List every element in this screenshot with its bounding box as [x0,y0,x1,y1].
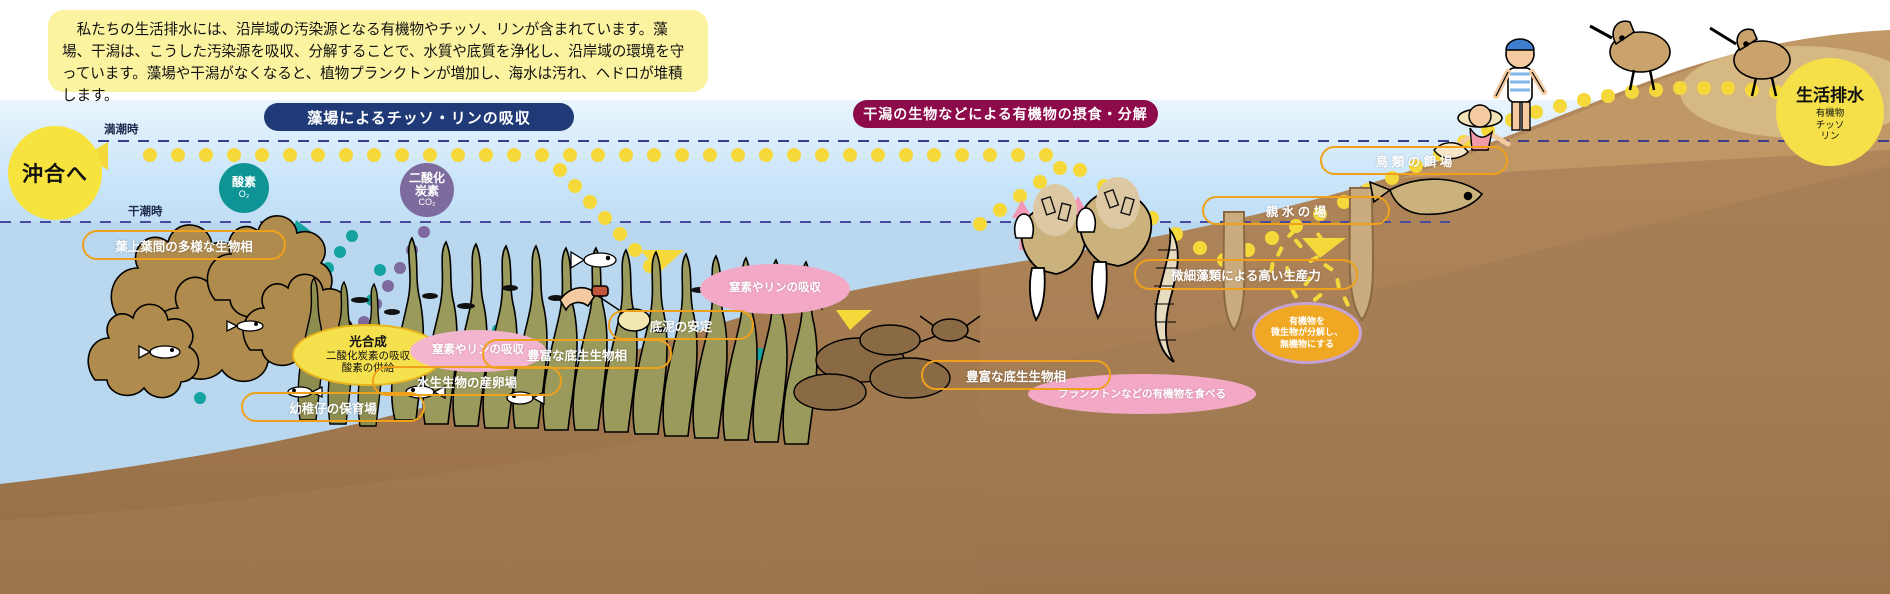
decomposition-callout: 有機物を 微生物が分解し、 無機物にする [1252,302,1362,364]
label-bird-feeding-ground: 鳥 類 の 餌 場 [1320,146,1508,175]
photosynthesis-title: 光合成 [349,335,387,350]
co2-name: 二酸化炭素 [408,170,445,199]
photosynthesis-line1: 二酸化炭素の吸収 [326,349,410,362]
banner-seaweed-uptake: 藻場によるチッソ・リンの吸収 [264,103,574,131]
wastewater-sub: 有機物チッソリン [1815,107,1845,143]
offshore-circle: 沖合へ [8,126,102,220]
decomposition-line2: 微生物が分解し、 [1270,327,1343,338]
label-nursery-ground: 幼稚仔の保育場 [241,392,425,422]
label-microalgae-productivity: 微細藻類による高い生産力 [1134,259,1358,290]
co2-bubble: 二酸化炭素 CO₂ [400,163,454,217]
label-benthos-right: 豊富な底生生物相 [921,360,1111,390]
co2-formula: CO₂ [418,197,436,208]
intro-paragraph: 私たちの生活排水には、沿岸域の汚染源となる有機物やチッソ、リンが含まれています。… [62,22,685,104]
label-water-contact-place: 親 水 の 場 [1202,196,1390,225]
wastewater-title: 生活排水 [1796,85,1864,105]
plankton-feeding-label: プランクトンなどの有機物を食べる [1058,387,1226,400]
oxygen-formula: O₂ [238,188,250,199]
wastewater-circle: 生活排水 有機物チッソリン [1776,58,1884,166]
banner-seaweed-label: 藻場によるチッソ・リンの吸収 [307,109,531,127]
label-leaf-biota: 葉上葉間の多様な生物相 [82,230,286,260]
oxygen-name: 酸素 [231,175,256,190]
intro-text-box: 私たちの生活排水には、沿岸域の汚染源となる有機物やチッソ、リンが含まれています。… [48,10,708,104]
oxygen-bubble: 酸素 O₂ [219,163,269,213]
offshore-label: 沖合へ [22,163,88,186]
banner-tidalflat-decomposition: 干潟の生物などによる有機物の摂食・分解 [853,100,1158,128]
label-spawning-ground: 水生生物の産卵場 [372,366,562,396]
label-sediment-stability: 底泥の安定 [608,310,754,340]
decomposition-line1: 有機物を [1288,316,1325,327]
label-benthos-left: 豊富な底生生物相 [482,339,672,369]
banner-tidalflat-label: 干潟の生物などによる有機物の摂食・分解 [863,106,1148,122]
decomposition-line3: 無機物にする [1279,338,1335,349]
high-tide-label: 満潮時 [104,124,139,136]
low-tide-label: 干潮時 [128,206,163,218]
nutrient-uptake-callout-right: 窒素やリンの吸収 [700,264,850,314]
nutrient-uptake-right-label: 窒素やリンの吸収 [729,282,821,295]
